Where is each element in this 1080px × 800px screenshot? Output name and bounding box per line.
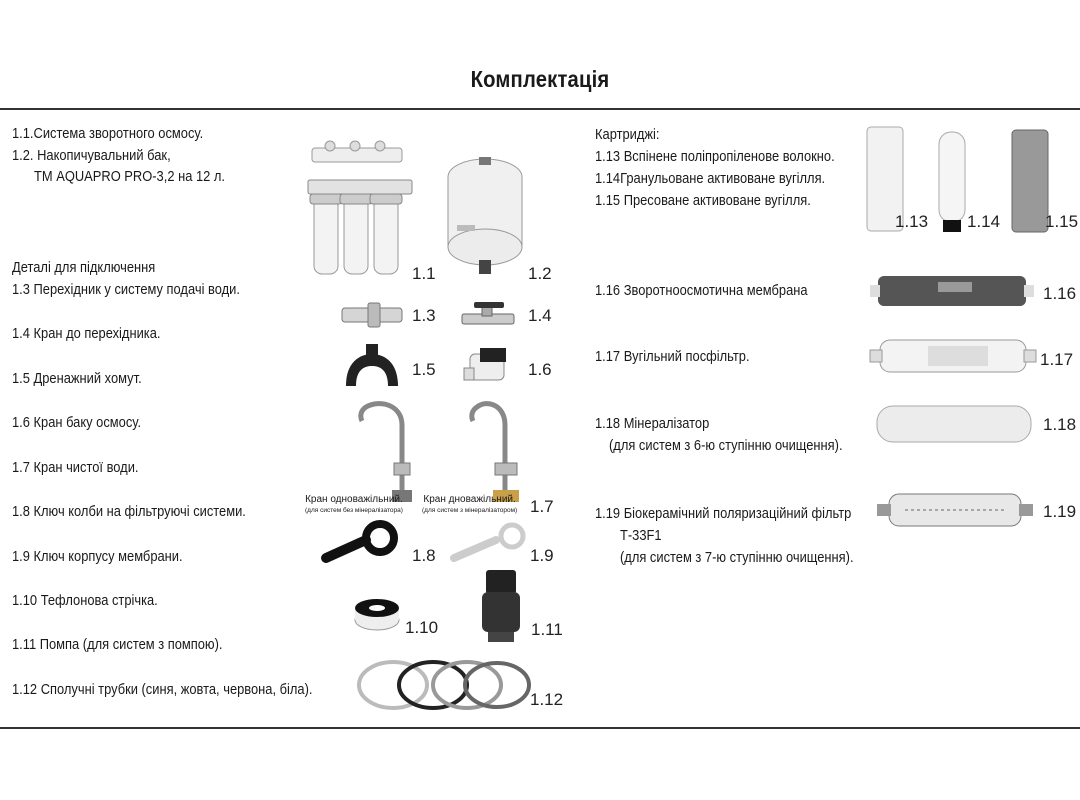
label-1-19: 1.19 (1043, 502, 1077, 521)
label-1-4: 1.4 (528, 306, 552, 325)
ro-membrane-illustration (870, 276, 1034, 306)
gac-cartridge-illustration (938, 131, 966, 232)
item-1-19-text-3: (для систем з 7-ю ступінню очищення). (620, 549, 854, 566)
double-lever-faucet-illustration (469, 401, 519, 502)
label-1-18: 1.18 (1043, 415, 1077, 434)
label-1-1: 1.1 (412, 264, 436, 283)
item-1-13-text: 1.13 Вспінене поліпропіленове волокно. (595, 148, 835, 165)
single-faucet-caption-title: Кран одноважільний. (305, 494, 403, 505)
label-1-8: 1.8 (412, 546, 436, 565)
bottom-divider (0, 727, 1080, 729)
ro-system-illustration (307, 140, 413, 275)
label-1-7: 1.7 (530, 497, 554, 516)
label-1-5: 1.5 (412, 360, 436, 379)
item-1-19-text: 1.19 Біокерамічний поляризаційний фільтр (595, 505, 852, 522)
item-1-9-text: 1.9 Ключ корпусу мембрани. (12, 548, 183, 565)
item-1-18-text-2: (для систем з 6-ю ступінню очищення). (609, 437, 843, 454)
item-1-16-text: 1.16 Зворотноосмотична мембрана (595, 282, 808, 299)
membrane-wrench-illustration (450, 522, 526, 562)
valve-illustration (461, 302, 515, 325)
item-1-8-text: 1.8 Ключ колби на фільтруючі системи. (12, 503, 246, 520)
label-1-6: 1.6 (528, 360, 552, 379)
item-1-18-text: 1.18 Мінералізатор (595, 415, 710, 432)
item-1-1-text: 1.1.Система зворотного осмосу. (12, 125, 204, 142)
single-lever-faucet-illustration (358, 401, 412, 502)
label-1-2: 1.2 (528, 264, 552, 283)
label-1-16: 1.16 (1043, 284, 1077, 303)
item-1-11-text: 1.11 Помпа (для систем з помпою). (12, 636, 223, 653)
item-1-17-text: 1.17 Вугільний посфільтр. (595, 348, 750, 365)
tubing-illustration (357, 660, 531, 710)
label-1-14: 1.14 (967, 212, 1001, 231)
housing-wrench-illustration (321, 520, 398, 563)
single-faucet-caption: Кран одноважільний. (для систем без міне… (305, 494, 403, 516)
details-header: Деталі для підключення (12, 259, 156, 276)
item-1-7-text: 1.7 Кран чистої води. (12, 459, 139, 476)
single-faucet-caption-sub: (для систем без мінералізатора) (305, 507, 403, 514)
item-1-19-text-2: Т-33F1 (620, 527, 662, 544)
cartridges-header: Картриджі: (595, 126, 660, 143)
label-1-13: 1.13 (895, 212, 929, 231)
label-1-11: 1.11 (531, 620, 563, 639)
item-1-3-text: 1.3 Перехідник у систему подачі води. (12, 281, 240, 298)
page-title: Комплектація (470, 66, 610, 92)
post-carbon-filter-illustration (869, 339, 1037, 373)
label-1-10: 1.10 (405, 618, 439, 637)
label-1-17: 1.17 (1040, 350, 1074, 369)
drain-clamp-illustration (346, 344, 398, 386)
item-1-4-text: 1.4 Кран до перехідника. (12, 325, 161, 342)
pp-cartridge-illustration (866, 126, 904, 232)
label-1-12: 1.12 (530, 690, 564, 709)
label-1-15: 1.15 (1045, 212, 1079, 231)
storage-tank-illustration (447, 157, 523, 274)
bioceramic-filter-illustration (877, 493, 1033, 527)
item-1-2-text-2: ТМ AQUAPRO PRO-3,2 на 12 л. (34, 168, 226, 185)
double-faucet-caption-title: Кран дноважільний. (423, 494, 516, 505)
label-1-3: 1.3 (412, 306, 436, 325)
cto-cartridge-illustration (1011, 129, 1049, 233)
item-1-10-text: 1.10 Тефлонова стрічка. (12, 592, 158, 609)
double-faucet-caption-sub: (для систем з мінералізатором) (422, 507, 518, 514)
item-1-2-text: 1.2. Накопичувальний бак, (12, 147, 171, 164)
teflon-tape-illustration (354, 599, 400, 631)
tank-valve-illustration (463, 348, 506, 381)
item-1-5-text: 1.5 Дренажний хомут. (12, 370, 142, 387)
item-1-14-text: 1.14Гранульоване активоване вугілля. (595, 170, 826, 187)
top-divider (0, 108, 1080, 110)
mineralizer-illustration (876, 405, 1032, 443)
item-1-15-text: 1.15 Пресоване активоване вугілля. (595, 192, 811, 209)
label-1-9: 1.9 (530, 546, 554, 565)
pump-illustration (482, 570, 520, 642)
double-faucet-caption: Кран дноважільний. (для систем з мінерал… (422, 494, 517, 516)
item-1-6-text: 1.6 Кран баку осмосу. (12, 414, 142, 431)
adapter-illustration (341, 302, 403, 328)
item-1-12-text: 1.12 Сполучні трубки (синя, жовта, черво… (12, 681, 313, 698)
